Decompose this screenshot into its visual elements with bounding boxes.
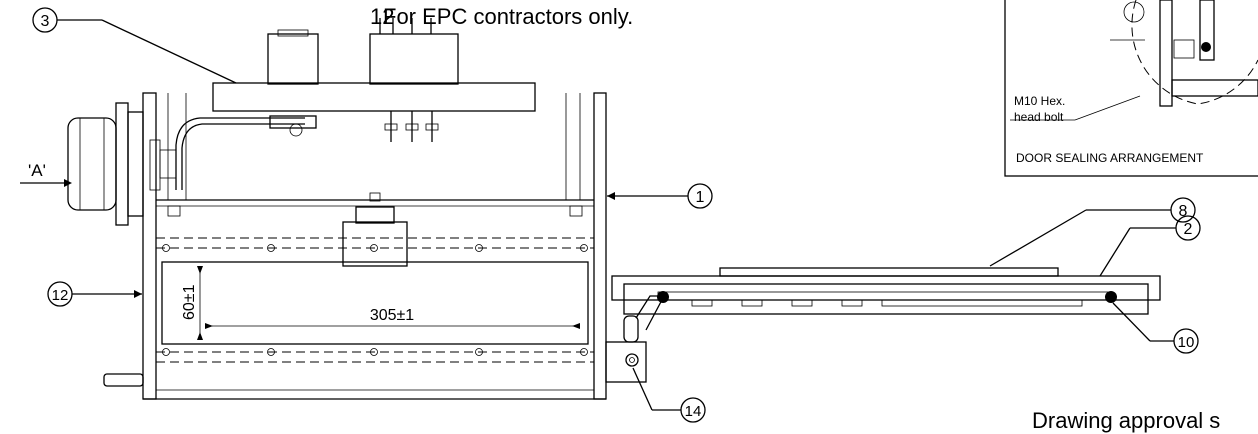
balloon-8-label: 8 — [1179, 203, 1188, 220]
dimension-lines — [197, 266, 580, 340]
view-marker: 'A' — [28, 161, 46, 180]
balloon-3-label: 3 — [41, 13, 50, 30]
balloon-14-label: 14 — [685, 403, 702, 420]
view-arrow — [20, 179, 72, 187]
detail-box — [1004, 0, 1258, 177]
bolt-label-line2: head bolt — [1014, 110, 1064, 124]
bottom-stub — [103, 373, 144, 387]
enclosure-body — [142, 92, 607, 400]
plate-bolts — [162, 244, 588, 356]
balloon-2-label: 2 — [1184, 221, 1193, 238]
top-plate-assembly — [175, 18, 536, 190]
detail-caption: DOOR SEALING ARRANGEMENT — [1016, 151, 1204, 165]
side-gland — [67, 102, 177, 226]
height-dimension: 60±1 — [181, 284, 198, 320]
hinge-bracket — [605, 295, 666, 383]
balloon-12-label: 12 — [52, 287, 69, 304]
width-dimension: 305±1 — [370, 307, 414, 324]
balloons — [32, 7, 1201, 423]
door-section — [611, 267, 1161, 315]
balloon-10-label: 10 — [1178, 334, 1195, 351]
center-bracket — [342, 192, 408, 267]
balloon-1-label: 1 — [696, 189, 705, 206]
header-text: For EPC contractors only. — [383, 4, 634, 29]
bolt-label-line1: M10 Hex. — [1014, 94, 1065, 108]
header-overlap-digits: 12 — [370, 4, 395, 29]
footer-text: Drawing approval s — [1032, 408, 1221, 433]
